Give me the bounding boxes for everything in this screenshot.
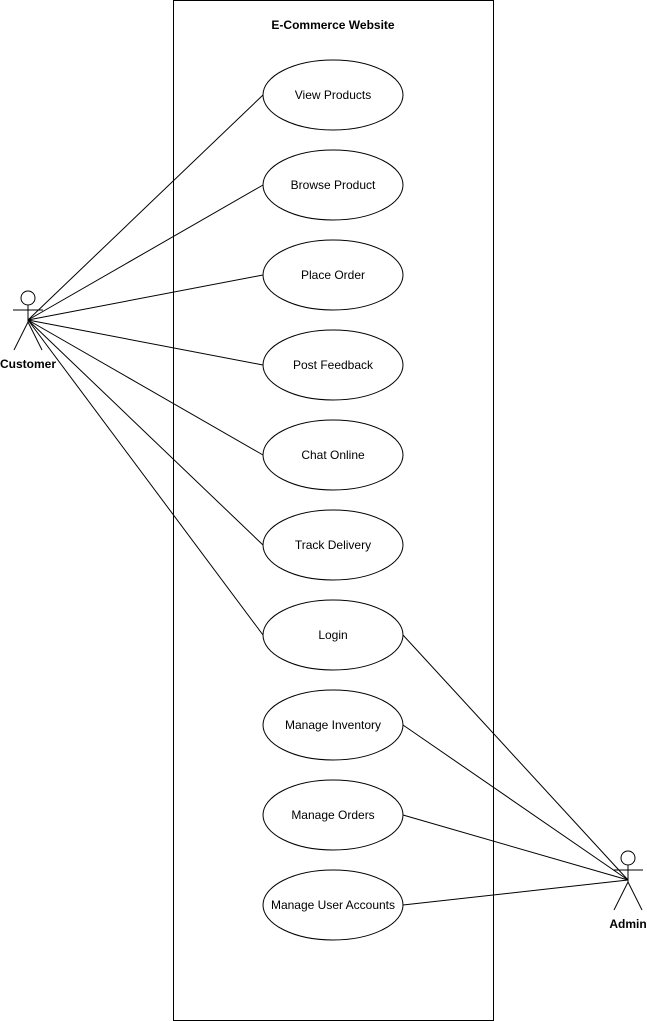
use-case-ellipse — [262, 239, 404, 311]
use-case-ellipse — [262, 329, 404, 401]
admin-actor[interactable]: Admin — [609, 850, 647, 931]
use-case-label: Post Feedback — [293, 358, 374, 372]
use-case-manage-user-accounts[interactable]: Manage User Accounts — [262, 869, 404, 941]
use-case-ellipse — [262, 59, 404, 131]
use-case-ellipse — [262, 599, 404, 671]
use-case-ellipse — [262, 509, 404, 581]
use-case-manage-inventory[interactable]: Manage Inventory — [262, 689, 404, 761]
admin-actor-left-leg — [613, 881, 629, 911]
use-case-browse-product[interactable]: Browse Product — [262, 149, 404, 221]
customer-actor-head — [20, 290, 36, 306]
use-case-ellipse — [262, 869, 404, 941]
use-case-chat-online[interactable]: Chat Online — [262, 419, 404, 491]
customer-actor[interactable]: Customer — [0, 290, 56, 371]
association-customer-browse-product — [27, 184, 264, 321]
association-admin-manage-orders — [402, 814, 629, 881]
associations — [27, 94, 629, 906]
admin-actor-label: Admin — [609, 917, 646, 931]
use-case-login[interactable]: Login — [262, 599, 404, 671]
customer-actor-right-leg — [27, 321, 43, 351]
association-customer-login — [27, 319, 264, 636]
use-case-track-delivery[interactable]: Track Delivery — [262, 509, 404, 581]
use-case-label: Manage User Accounts — [271, 898, 395, 912]
association-admin-manage-inventory — [402, 724, 629, 881]
association-customer-post-feedback — [27, 319, 264, 366]
use-case-label: View Products — [295, 88, 371, 102]
use-case-ellipse — [262, 419, 404, 491]
association-customer-view-products — [27, 94, 264, 321]
association-customer-track-delivery — [27, 319, 264, 546]
customer-actor-label: Customer — [0, 357, 56, 371]
use-case-label: Chat Online — [301, 448, 365, 462]
admin-actor-head — [620, 850, 636, 866]
association-admin-manage-user-accounts — [402, 879, 629, 906]
customer-actor-left-leg — [13, 321, 29, 351]
use-case-place-order[interactable]: Place Order — [262, 239, 404, 311]
use-case-post-feedback[interactable]: Post Feedback — [262, 329, 404, 401]
use-case-label: Manage Inventory — [285, 718, 381, 732]
use-case-label: Track Delivery — [295, 538, 371, 552]
use-case-label: Place Order — [301, 268, 365, 282]
use-case-view-products[interactable]: View Products — [262, 59, 404, 131]
use-case-ellipse — [262, 689, 404, 761]
use-case-manage-orders[interactable]: Manage Orders — [262, 779, 404, 851]
association-customer-chat-online — [27, 319, 264, 456]
system-title: E-Commerce Website — [271, 18, 394, 32]
association-admin-login — [402, 634, 629, 881]
association-customer-place-order — [27, 274, 264, 321]
use-case-ellipse — [262, 779, 404, 851]
use-case-label: Browse Product — [291, 178, 376, 192]
admin-actor-right-leg — [627, 881, 643, 911]
use-case-label: Login — [318, 628, 347, 642]
use-case-label: Manage Orders — [291, 808, 374, 822]
use-case-ellipse — [262, 149, 404, 221]
